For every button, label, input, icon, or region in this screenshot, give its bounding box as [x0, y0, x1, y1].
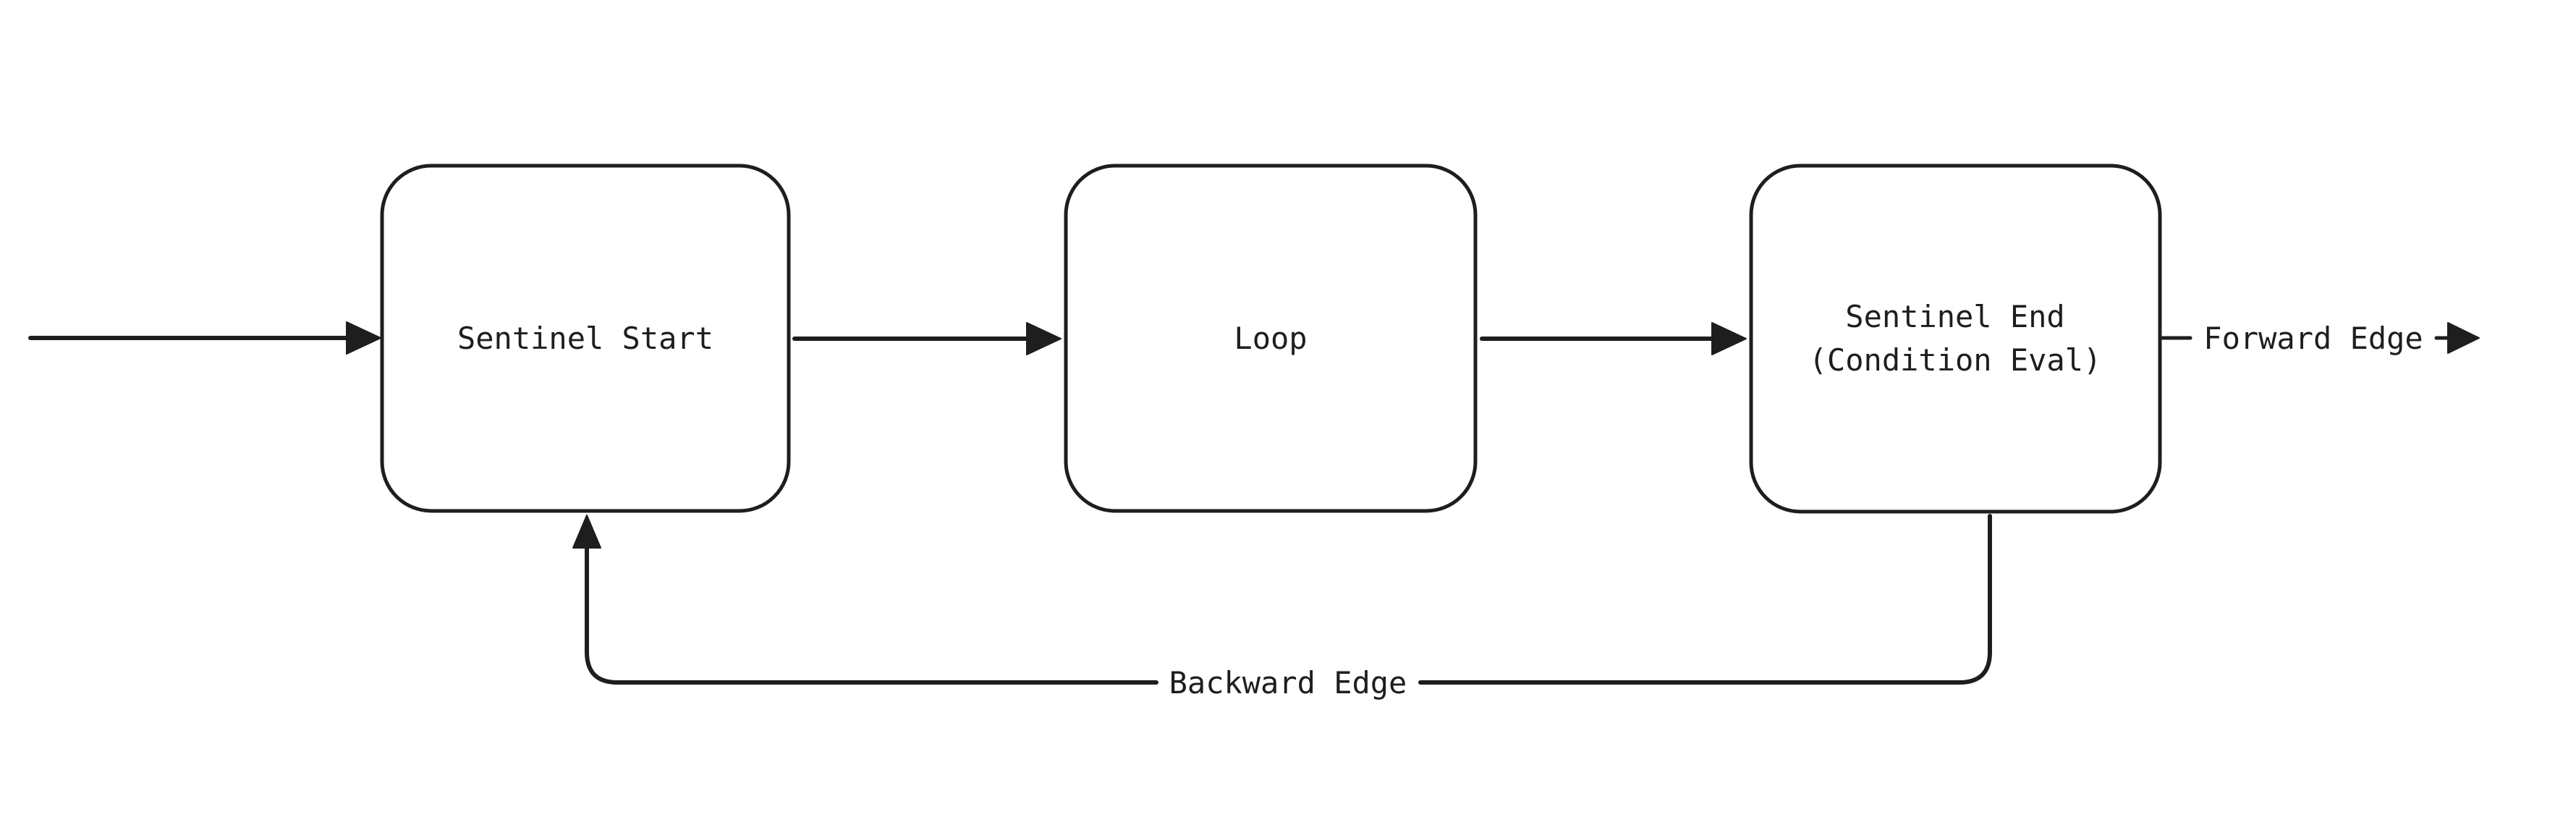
edge-backward-label: Backward Edge [1169, 665, 1407, 701]
edge-backward: Backward Edge [572, 514, 1992, 701]
arrowhead-up-icon [572, 515, 601, 549]
node-sentinel-start-box [380, 164, 791, 513]
edge-entry [28, 321, 381, 355]
arrowhead-right-icon [1711, 322, 1747, 355]
edge-forward: Forward Edge [2160, 321, 2480, 356]
arrowhead-right-icon [346, 321, 381, 355]
edge-start-to-loop [792, 322, 1062, 355]
node-sentinel-start-label: Sentinel Start [457, 321, 713, 356]
edge-backward-line-right [1418, 514, 1992, 685]
node-sentinel-end-label-line1: Sentinel End [1845, 299, 2064, 334]
node-loop-box [1064, 164, 1478, 513]
node-sentinel-start: Sentinel Start [380, 164, 791, 513]
edge-loop-to-end [1480, 322, 1747, 355]
arrowhead-right-icon [1026, 322, 1062, 355]
node-sentinel-end-label-line2: (Condition Eval) [1809, 342, 2102, 378]
edge-backward-line-left [585, 545, 1158, 685]
node-loop-label: Loop [1234, 321, 1307, 356]
node-sentinel-end-box [1749, 164, 2162, 514]
edge-forward-label: Forward Edge [2203, 321, 2423, 356]
arrowhead-right-icon [2447, 322, 2480, 354]
node-sentinel-end: Sentinel End (Condition Eval) [1749, 164, 2162, 514]
node-loop: Loop [1064, 164, 1478, 513]
